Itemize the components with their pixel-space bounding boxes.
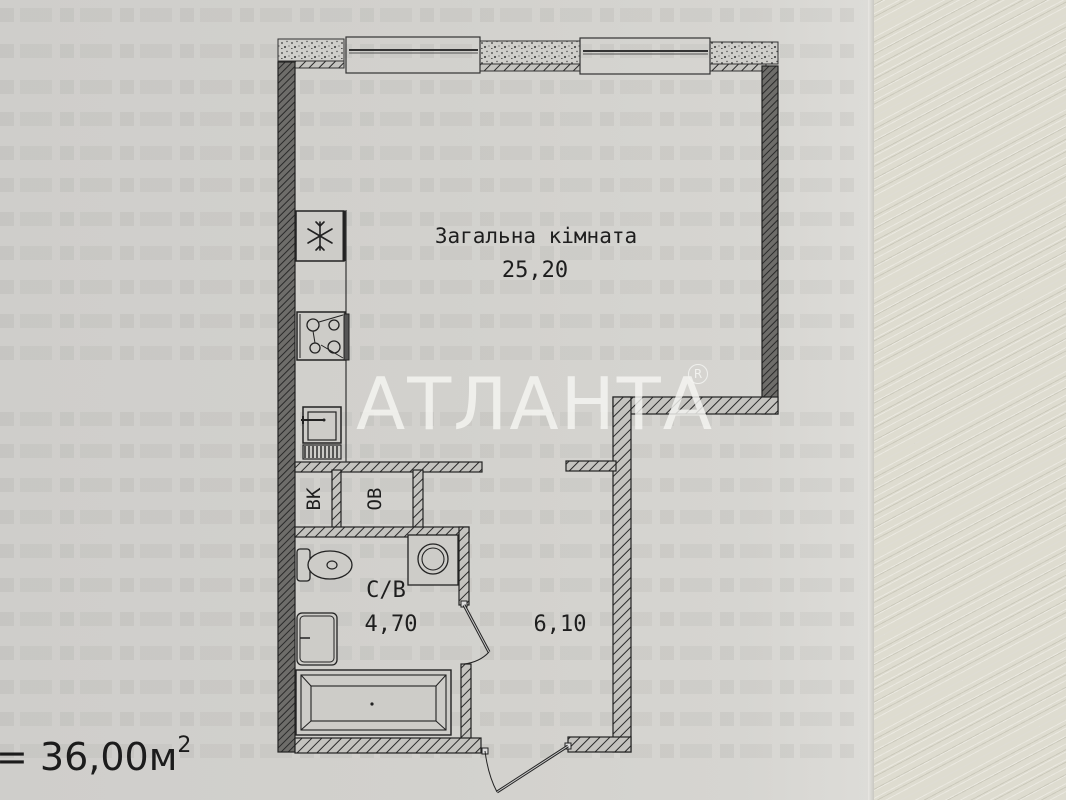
room-area-living: 25,20 <box>501 258 569 283</box>
wall-ov-right <box>412 469 424 531</box>
toilet-icon <box>296 548 353 582</box>
room-label-vk: ВК <box>303 487 325 511</box>
total-area: = 36,00м2 <box>0 733 191 779</box>
total-area-prefix: = <box>0 735 40 779</box>
stove-icon <box>296 311 350 361</box>
fridge-icon <box>295 210 346 262</box>
entry-door <box>481 742 572 794</box>
window-left <box>345 36 481 74</box>
wall-bathroom-right-upper <box>458 526 470 606</box>
room-name-living: Загальна кімната <box>434 224 638 248</box>
wall-left <box>277 61 296 753</box>
registered-mark-icon: R <box>688 364 708 384</box>
total-area-value: 36,00м <box>39 735 178 779</box>
bathtub-icon <box>295 669 452 736</box>
window-right <box>579 37 711 75</box>
room-label-ov: ОВ <box>364 487 386 511</box>
wall-vk-ov <box>331 469 342 531</box>
room-area-hallway: 6,10 <box>533 612 587 637</box>
total-area-unit-sup: 2 <box>177 733 192 758</box>
room-name-bathroom: С/В <box>366 578 406 603</box>
watermark-logo: АТЛАНТА <box>356 362 715 446</box>
bathroom-door <box>460 600 491 665</box>
wall-hallway-right <box>612 396 632 753</box>
wall-stub-hallway <box>565 460 617 472</box>
wall-bathroom-right-lower <box>460 663 472 741</box>
facade-wall <box>277 38 779 72</box>
sink-icon <box>301 406 342 460</box>
paper-edge <box>868 0 874 800</box>
wall-kitchen-bottom <box>294 461 483 473</box>
room-area-bathroom: 4,70 <box>364 612 418 637</box>
washing-machine-icon <box>407 534 459 586</box>
washbasin-icon <box>296 612 338 666</box>
wall-right <box>761 65 779 415</box>
wall-bottom-right <box>567 736 632 753</box>
table-surface <box>874 0 1066 800</box>
wall-bottom-left <box>294 737 482 754</box>
